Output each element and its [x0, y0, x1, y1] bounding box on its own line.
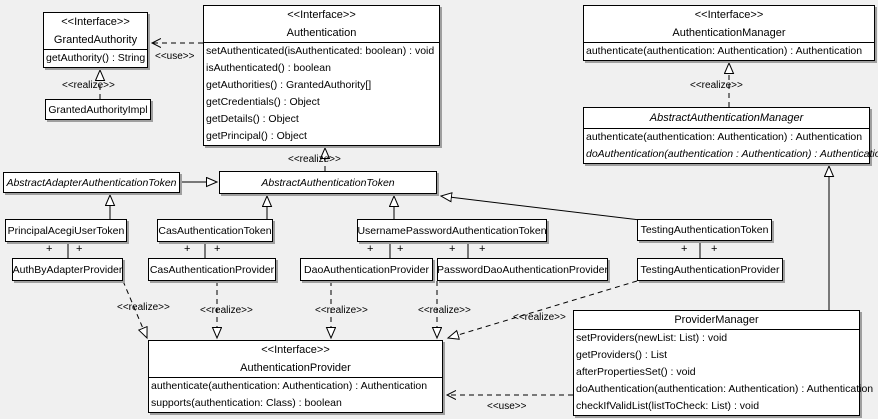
stereotype-label-realize: <<realize>>: [315, 305, 368, 316]
class-name: TestingAuthenticationToken: [640, 224, 769, 236]
stereotype-label-realize: <<realize>>: [288, 154, 341, 165]
method-compartment: setAuthenticated(isAuthenticated: boolea…: [204, 42, 439, 145]
method-row: getPrincipal() : Object: [206, 130, 307, 142]
class-name: GrantedAuthorityImpl: [48, 103, 148, 116]
stereotype-label-realize: <<realize>>: [418, 305, 471, 316]
class-name: AuthByAdapterProvider: [12, 263, 123, 276]
stereotype-label-realize: <<realize>>: [690, 80, 743, 91]
class-name: AbstractAdapterAuthenticationToken: [6, 176, 177, 189]
method-row: authenticate(authentication: Authenticat…: [151, 380, 428, 392]
class-name: UsernamePasswordAuthenticationToken: [357, 224, 547, 237]
method-row: authenticate(authentication: Authenticat…: [586, 45, 863, 57]
class-box-granted-authority[interactable]: <<Interface>> GrantedAuthority getAuthor…: [43, 12, 148, 68]
method-row: authenticate(authentication: Authenticat…: [586, 131, 863, 143]
visibility-plus-label: +: [367, 243, 374, 255]
class-box-testing-authentication-provider[interactable]: TestingAuthenticationProvider: [637, 258, 783, 281]
visibility-plus-label: +: [76, 243, 83, 255]
method-row: getAuthority() : String: [46, 52, 146, 64]
stereotype-label-realize: <<realize>>: [513, 312, 566, 323]
method-compartment: authenticate(authentication: Authenticat…: [149, 377, 442, 412]
class-name: PrincipalAcegiUserToken: [7, 224, 125, 237]
method-row: isAuthenticated() : boolean: [206, 62, 331, 74]
class-name: PasswordDaoAuthenticationProvider: [437, 263, 609, 276]
stereotype-label: <<Interface>>: [61, 16, 130, 28]
method-row: setProviders(newList: List) : void: [576, 332, 728, 344]
method-row: doAuthentication(authentication : Authen…: [586, 148, 878, 160]
stereotype-label-use: <<use>>: [487, 401, 527, 412]
class-box-abstract-adapter-authentication-token[interactable]: AbstractAdapterAuthenticationToken: [3, 172, 180, 193]
class-box-abstract-authentication-token[interactable]: AbstractAuthenticationToken: [219, 171, 437, 194]
realize-edge-authbyadapterprovider: [122, 280, 147, 338]
class-box-dao-authentication-provider[interactable]: DaoAuthenticationProvider: [300, 258, 433, 281]
class-box-auth-by-adapter-provider[interactable]: AuthByAdapterProvider: [12, 258, 123, 281]
class-box-username-password-authentication-token[interactable]: UsernamePasswordAuthenticationToken: [357, 219, 547, 242]
visibility-plus-label: +: [397, 243, 404, 255]
class-box-principal-acegi-user-token[interactable]: PrincipalAcegiUserToken: [5, 219, 127, 242]
method-row: getDetails() : Object: [206, 113, 299, 125]
stereotype-label-use: <<use>>: [155, 51, 195, 62]
method-row: getCredentials() : Object: [206, 96, 320, 108]
class-header: <<Interface>> AuthenticationManager: [584, 6, 874, 42]
class-name: AuthenticationProvider: [240, 362, 351, 374]
class-name: CasAuthenticationProvider: [149, 263, 275, 276]
class-box-abstract-authentication-manager[interactable]: AbstractAuthenticationManager authentica…: [583, 107, 878, 164]
method-compartment: getAuthority() : String: [44, 49, 147, 67]
class-name: CasAuthenticationToken: [158, 224, 272, 237]
class-box-cas-authentication-token[interactable]: CasAuthenticationToken: [157, 219, 273, 242]
stereotype-label: <<Interface>>: [261, 344, 330, 356]
stereotype-label-realize: <<realize>>: [200, 305, 253, 316]
generalization-edge-testingtoken: [441, 196, 641, 221]
class-box-password-dao-authentication-provider[interactable]: PasswordDaoAuthenticationProvider: [437, 258, 608, 281]
stereotype-label-realize: <<realize>>: [117, 302, 170, 313]
stereotype-label: <<Interface>>: [694, 9, 764, 21]
visibility-plus-label: +: [46, 243, 53, 255]
class-header: <<Interface>> AuthenticationProvider: [149, 341, 442, 377]
class-name: AuthenticationManager: [672, 27, 786, 39]
class-box-authentication[interactable]: <<Interface>> Authentication setAuthenti…: [203, 5, 440, 146]
class-box-cas-authentication-provider[interactable]: CasAuthenticationProvider: [148, 258, 276, 281]
method-compartment: setProviders(newList: List) : void getPr…: [574, 329, 874, 415]
stereotype-label: <<Interface>>: [287, 9, 356, 21]
class-header: <<Interface>> GrantedAuthority: [44, 13, 147, 49]
visibility-plus-label: +: [479, 243, 486, 255]
method-row: afterPropertiesSet() : void: [576, 366, 696, 378]
realize-edge-testingprovider: [448, 280, 638, 338]
class-name: ProviderManager: [674, 314, 759, 326]
method-row: checkIfValidList(listToCheck: List) : vo…: [576, 400, 760, 412]
class-name: DaoAuthenticationProvider: [304, 263, 429, 276]
class-header: <<Interface>> Authentication: [204, 6, 439, 42]
method-row: doAuthentication(authentication: Authent…: [576, 383, 874, 395]
class-box-testing-authentication-token[interactable]: TestingAuthenticationToken: [637, 219, 772, 241]
visibility-plus-label: +: [681, 243, 688, 255]
class-box-provider-manager[interactable]: ProviderManager setProviders(newList: Li…: [573, 310, 874, 416]
class-name: GrantedAuthority: [53, 34, 138, 46]
stereotype-label-realize: <<realize>>: [62, 80, 115, 91]
visibility-plus-label: +: [449, 243, 456, 255]
class-name: Authentication: [286, 27, 357, 39]
method-row: setAuthenticated(isAuthenticated: boolea…: [206, 45, 435, 57]
method-row: getProviders() : List: [576, 349, 668, 361]
method-compartment: authenticate(authentication: Authenticat…: [584, 42, 874, 60]
class-box-granted-authority-impl[interactable]: GrantedAuthorityImpl: [45, 99, 151, 120]
visibility-plus-label: +: [214, 243, 221, 255]
class-box-authentication-provider[interactable]: <<Interface>> AuthenticationProvider aut…: [148, 340, 443, 413]
class-name: TestingAuthenticationProvider: [640, 263, 780, 276]
class-name: AbstractAuthenticationManager: [649, 112, 804, 124]
class-box-authentication-manager[interactable]: <<Interface>> AuthenticationManager auth…: [583, 5, 875, 61]
class-name: AbstractAuthenticationToken: [261, 176, 395, 189]
method-compartment: authenticate(authentication: Authenticat…: [584, 128, 878, 163]
method-row: getAuthorities() : GrantedAuthority[]: [206, 79, 372, 91]
visibility-plus-label: +: [184, 243, 191, 255]
method-row: supports(authentication: Class) : boolea…: [151, 397, 342, 409]
visibility-plus-label: +: [711, 243, 718, 255]
